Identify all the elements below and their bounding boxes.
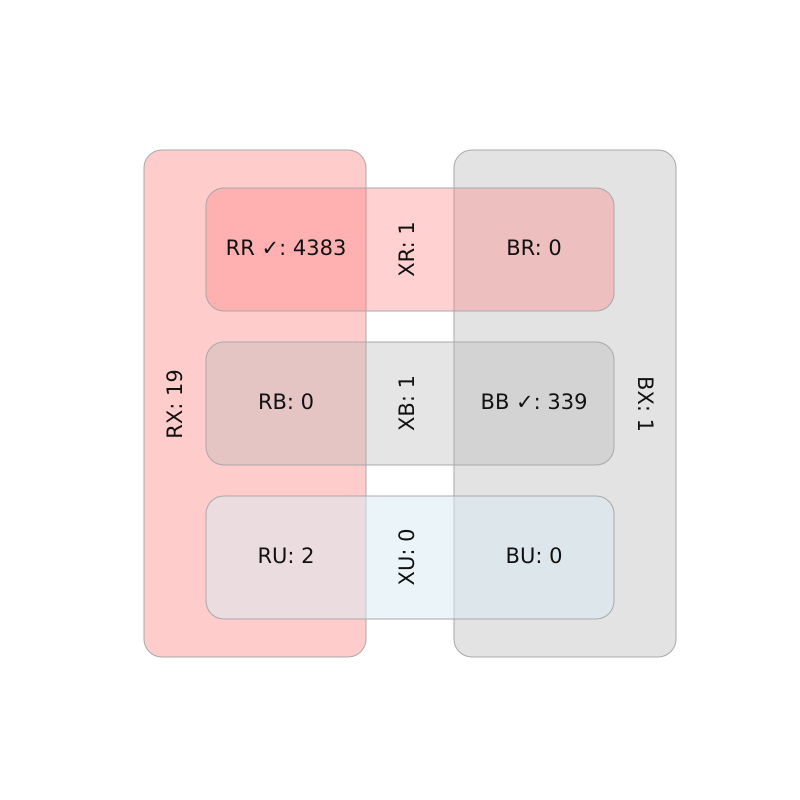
row-bottom-box	[205, 495, 615, 620]
row-top-left-label: RR ✓: 4383	[226, 236, 347, 260]
row-middle-left-label: RB: 0	[258, 390, 314, 414]
red-panel-label: RX: 19	[163, 369, 187, 438]
row-bottom-left-label: RU: 2	[257, 544, 314, 568]
row-top-middle-label: XR: 1	[395, 221, 419, 276]
row-middle-right-label: BB ✓: 339	[481, 390, 588, 414]
row-bottom-right-label: BU: 0	[506, 544, 563, 568]
gray-panel-label: BX: 1	[633, 376, 657, 432]
row-top-box	[205, 187, 615, 312]
row-middle-box	[205, 341, 615, 466]
row-top-right-label: BR: 0	[506, 236, 561, 260]
row-middle-middle-label: XB: 1	[395, 375, 419, 431]
row-bottom-middle-label: XU: 0	[395, 529, 419, 586]
